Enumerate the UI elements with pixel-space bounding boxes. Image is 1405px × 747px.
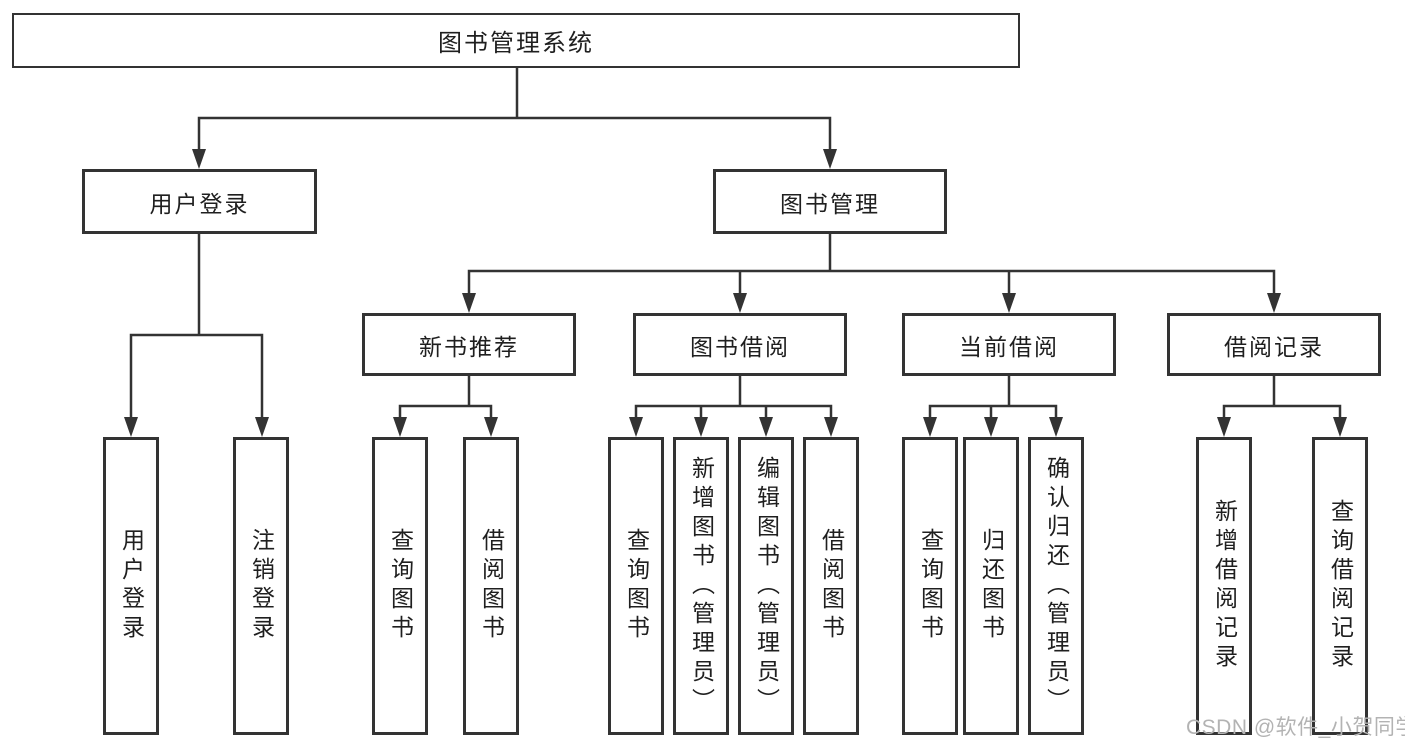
leaf-confirm-return-admin: 确认归还（管理员） <box>1028 437 1084 735</box>
leaf-edit-book-admin: 编辑图书（管理员） <box>738 437 794 735</box>
leaf-borrow-book-recommend: 借阅图书 <box>463 437 519 735</box>
node-borrow-records: 借阅记录 <box>1167 313 1381 376</box>
node-library-management-system: 图书管理系统 <box>12 13 1020 68</box>
leaf-user-login: 用户登录 <box>103 437 159 735</box>
leaf-add-book-admin: 新增图书（管理员） <box>673 437 729 735</box>
node-book-management: 图书管理 <box>713 169 947 234</box>
csdn-watermark: CSDN @软件_小贺同学 <box>1186 716 1405 739</box>
leaf-query-book-borrow: 查询图书 <box>608 437 664 735</box>
node-user-login: 用户登录 <box>82 169 317 234</box>
leaf-query-book-recommend: 查询图书 <box>372 437 428 735</box>
leaf-query-book-current: 查询图书 <box>902 437 958 735</box>
leaf-return-book: 归还图书 <box>963 437 1019 735</box>
node-current-borrow: 当前借阅 <box>902 313 1116 376</box>
leaf-borrow-book: 借阅图书 <box>803 437 859 735</box>
leaf-logout: 注销登录 <box>233 437 289 735</box>
node-book-borrow: 图书借阅 <box>633 313 847 376</box>
leaf-add-borrow-record: 新增借阅记录 <box>1196 437 1252 735</box>
arrowheads <box>124 149 1347 437</box>
node-new-book-recommend: 新书推荐 <box>362 313 576 376</box>
leaf-query-borrow-record: 查询借阅记录 <box>1312 437 1368 735</box>
